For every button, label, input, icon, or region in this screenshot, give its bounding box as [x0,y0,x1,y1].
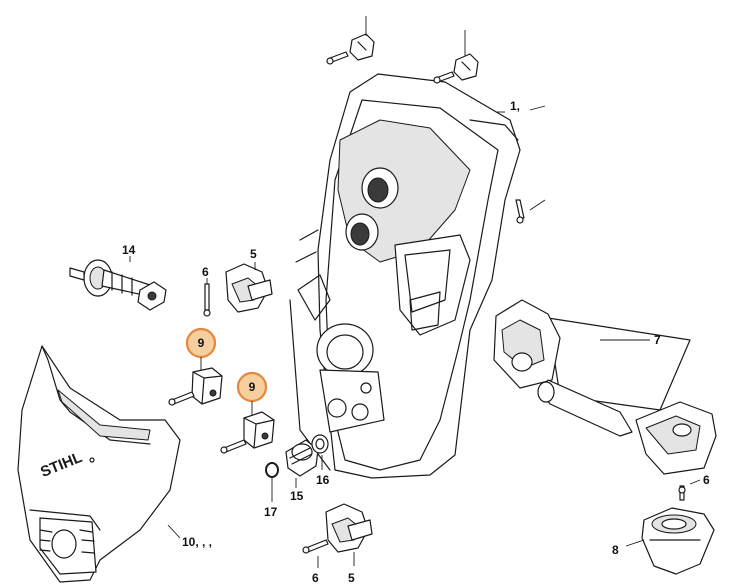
main-housing [289,73,521,479]
callout-10: 10, , , [182,535,212,549]
bracket-part-5-lower [325,503,373,553]
clamp-block-9a [191,367,223,405]
screw-part-6-bottom [302,539,329,568]
top-clip-right [433,30,479,84]
shaft-part-14 [69,259,167,311]
washer-part-16 [311,434,329,454]
callout-6a: 6 [202,265,209,279]
screw-part-6-left [203,278,211,317]
clamp-block-9b [243,411,275,449]
callout-6b: 6 [703,473,710,487]
callout-1: 1, [510,99,520,113]
leader-10 [167,524,181,539]
top-clip-left [326,16,375,65]
bracket-part-5-upper [225,263,273,313]
leader-8 [625,539,645,547]
callout-9a: 9 [198,336,205,350]
leader-1-tail [529,105,546,111]
callout-14: 14 [122,243,136,257]
callout-5a: 5 [250,247,257,261]
callout-6c: 6 [312,571,319,585]
housing-side-screw [515,199,546,224]
callout-7: 7 [654,333,661,347]
hose-holder-part-7 [493,299,717,475]
callout-15: 15 [290,489,304,503]
callout-9b-badge[interactable]: 9 [236,371,268,403]
callout-9b: 9 [249,380,256,394]
cup-part-8 [641,507,715,575]
screw-9b [220,439,247,454]
fitting-part-15 [285,439,319,477]
screw-part-6-right [678,479,701,501]
o-ring-part-17 [265,462,279,478]
callout-17: 17 [264,505,278,519]
callout-5b: 5 [348,571,355,585]
screw-9a [168,391,195,406]
callout-9a-badge[interactable]: 9 [185,327,217,359]
callout-8: 8 [612,543,619,557]
front-cover-part-10: STIHL [17,345,181,583]
callout-16: 16 [316,473,330,487]
